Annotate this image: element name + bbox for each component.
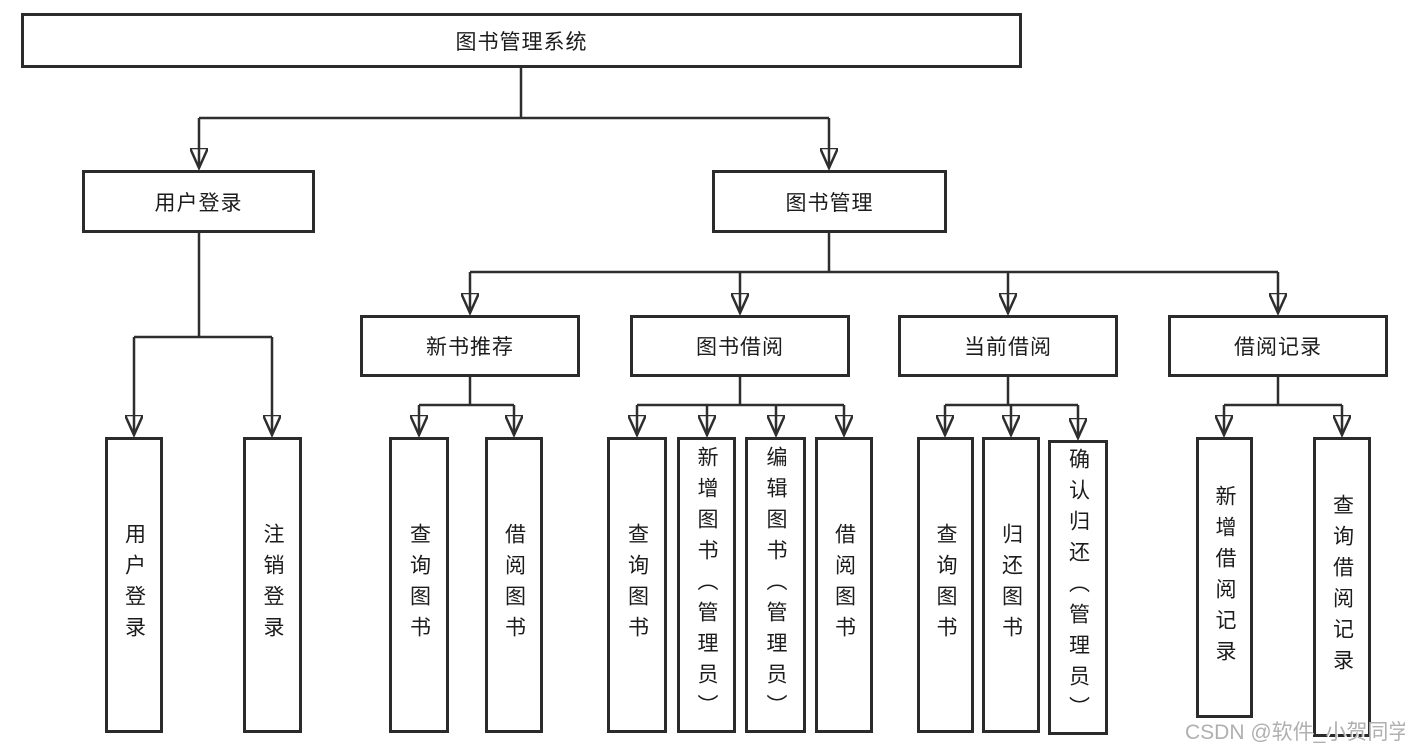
leaf-add-books-admin: 新增图书（管理员） [677, 437, 736, 733]
leaf-add-borrow-record: 新增借阅记录 [1196, 437, 1253, 718]
node-user-login-label: 用户登录 [154, 191, 243, 215]
leaf-add-borrow-record-label: 新增借阅记录 [1213, 484, 1236, 671]
connector-borrowing-to-leaves [637, 377, 844, 435]
leaf-confirm-return-admin: 确认归还（管理员） [1048, 440, 1108, 735]
leaf-query-books-borrowing: 查询图书 [607, 437, 667, 733]
leaf-query-books-recommend-label: 查询图书 [407, 523, 431, 647]
node-book-management-label: 图书管理 [785, 191, 874, 215]
connector-userlogin-to-leaves [134, 233, 272, 435]
leaf-query-borrow-record: 查询借阅记录 [1313, 437, 1371, 737]
leaf-query-books-current-label: 查询图书 [934, 523, 957, 647]
leaf-return-books-label: 归还图书 [999, 523, 1023, 647]
connector-bookmgmt-to-level3 [470, 233, 1278, 313]
leaf-logout: 注销登录 [243, 437, 302, 733]
leaf-logout-label: 注销登录 [261, 523, 284, 647]
connector-newbooks-to-leaves [419, 377, 514, 435]
leaf-return-books: 归还图书 [982, 437, 1040, 733]
leaf-borrow-books-recommend-label: 借阅图书 [502, 523, 526, 647]
node-book-borrowing: 图书借阅 [630, 315, 850, 377]
leaf-edit-books-admin-label: 编辑图书（管理员） [764, 445, 787, 725]
leaf-user-login-label: 用户登录 [122, 523, 146, 647]
node-current-borrowing-label: 当前借阅 [964, 336, 1052, 359]
node-new-book-recommend: 新书推荐 [360, 315, 580, 377]
connector-records-to-leaves [1224, 377, 1342, 435]
leaf-add-books-admin-label: 新增图书（管理员） [695, 445, 718, 725]
leaf-query-borrow-record-label: 查询借阅记录 [1330, 494, 1354, 680]
node-new-book-recommend-label: 新书推荐 [426, 336, 514, 359]
node-book-management: 图书管理 [712, 170, 947, 233]
connector-current-to-leaves [945, 377, 1078, 438]
leaf-user-login: 用户登录 [105, 437, 163, 733]
leaf-query-books-current: 查询图书 [917, 437, 974, 733]
node-root: 图书管理系统 [21, 13, 1022, 68]
leaf-borrow-books: 借阅图书 [815, 437, 873, 733]
leaf-query-books-recommend: 查询图书 [389, 437, 449, 733]
node-root-label: 图书管理系统 [455, 30, 588, 54]
connector-root-to-level2 [199, 68, 829, 168]
leaf-borrow-books-recommend: 借阅图书 [485, 437, 543, 733]
leaf-edit-books-admin: 编辑图书（管理员） [745, 437, 806, 733]
leaf-confirm-return-admin-label: 确认归还（管理员） [1066, 448, 1090, 727]
node-borrowing-records: 借阅记录 [1168, 315, 1388, 377]
csdn-watermark: CSDN @软件_小贺同学 [1185, 721, 1405, 744]
node-borrowing-records-label: 借阅记录 [1234, 336, 1322, 359]
node-book-borrowing-label: 图书借阅 [696, 336, 784, 359]
leaf-borrow-books-label: 借阅图书 [832, 523, 856, 647]
node-current-borrowing: 当前借阅 [898, 315, 1118, 377]
node-user-login: 用户登录 [82, 170, 315, 233]
leaf-query-books-borrowing-label: 查询图书 [625, 523, 649, 647]
